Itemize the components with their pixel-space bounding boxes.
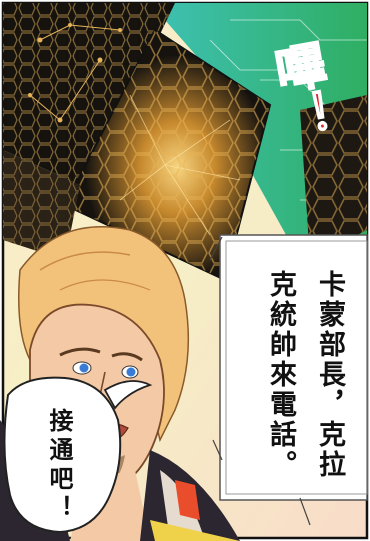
caption-line-2: 克統帥來電話。 (265, 270, 296, 480)
caption-box (219, 234, 368, 501)
speech-bubble-text: 接通吧！ (45, 408, 73, 524)
caption-line-1: 卡蒙部長，克拉 (314, 270, 345, 480)
speech-bubble-shape (3, 376, 122, 534)
sfx-beep: 嗶！ (263, 37, 340, 148)
